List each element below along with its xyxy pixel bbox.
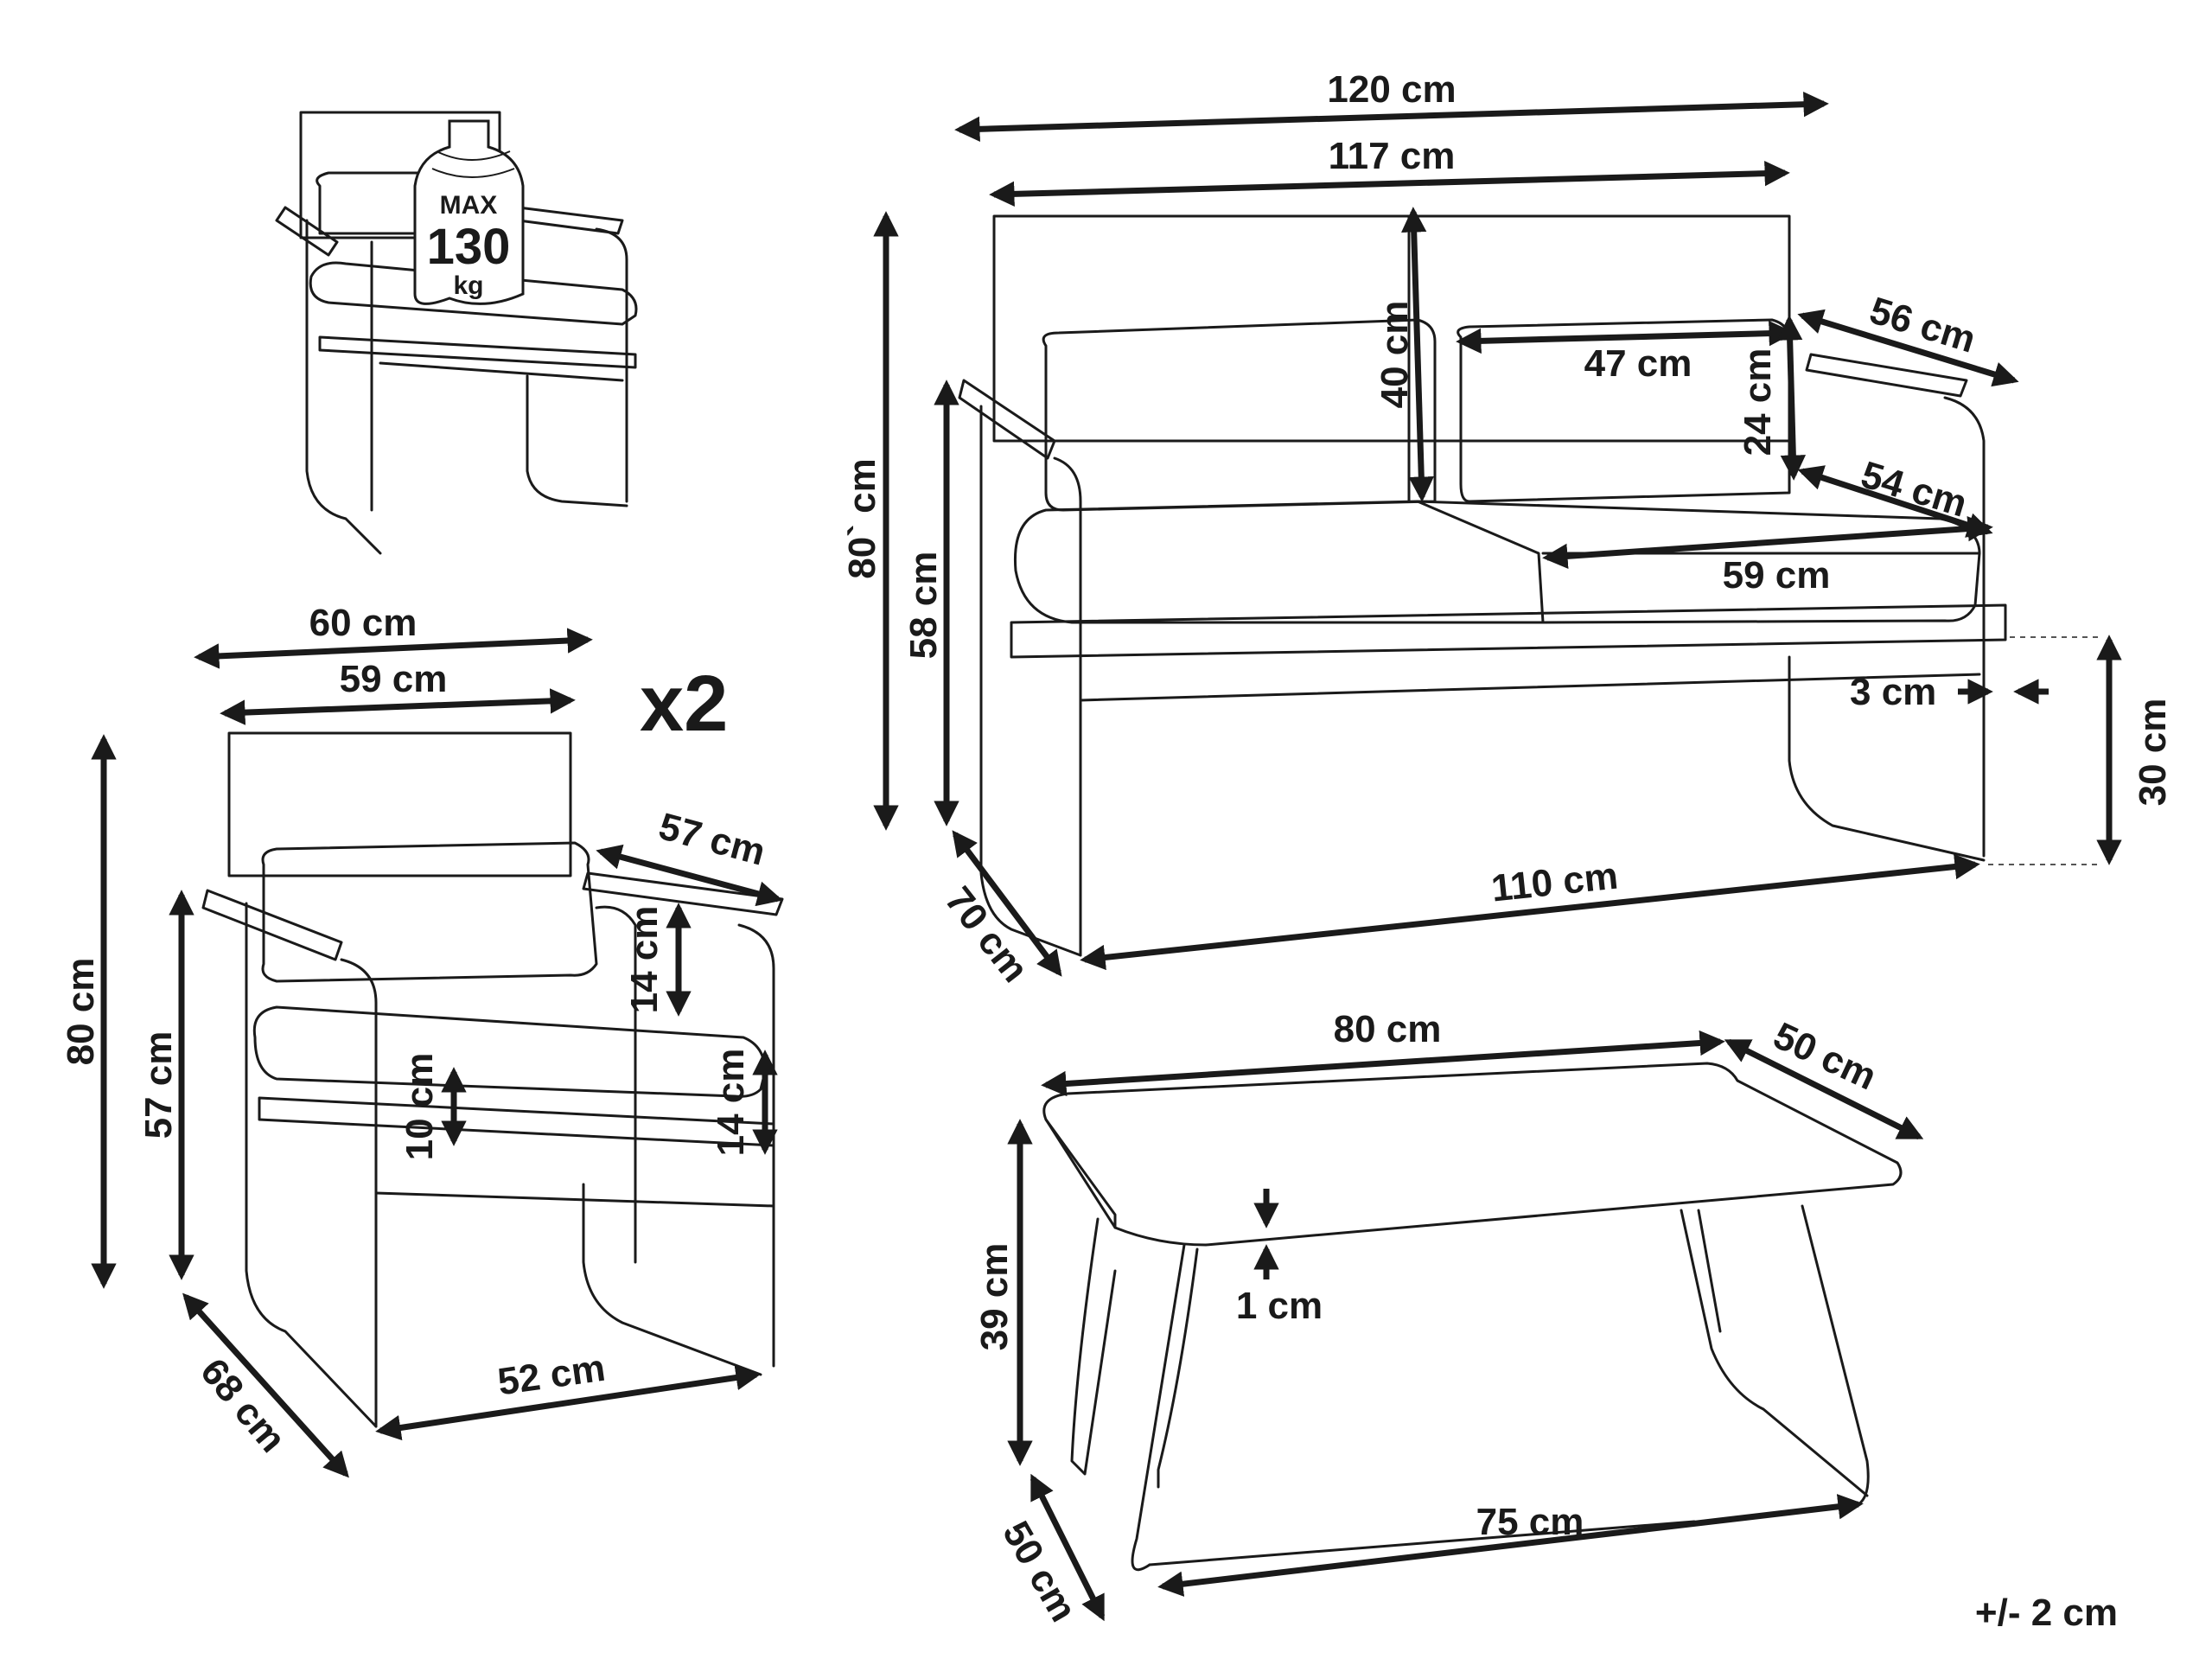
weight-max-label: MAX <box>440 191 498 220</box>
table-drawing <box>1042 1062 1903 1572</box>
sofa-dimensions: 120 cm 117 cm 80` cm 58 cm 40 cm 47 cm 2… <box>841 68 2174 990</box>
sofa-width-back-label: 117 cm <box>1329 135 1456 177</box>
weight-unit: kg <box>453 271 483 300</box>
dim-armchair-leg-width <box>375 1364 762 1441</box>
sofa-frame-thickness-label: 3 cm <box>1850 671 1936 713</box>
armchair-width-overall-label: 60 cm <box>309 602 418 644</box>
armchair-width-back-label: 59 cm <box>340 658 448 700</box>
dim-sofa-pillow-height <box>1776 315 1807 481</box>
armchair-arm-height-label: 57 cm <box>137 1031 180 1139</box>
dim-armchair-width-overall <box>194 628 593 669</box>
sofa-width-overall-label: 120 cm <box>1327 68 1456 111</box>
table-base-depth-label: 50 cm <box>994 1514 1085 1629</box>
sofa-seat-ground-label: 30 cm <box>2132 699 2174 807</box>
armchair-depth-label: 68 cm <box>192 1350 294 1460</box>
dim-sofa-depth <box>952 830 1062 977</box>
weight-value: 130 <box>427 219 511 275</box>
dim-table-leg-width <box>1157 1494 1864 1597</box>
armchair-pillow-height-label: 14 cm <box>623 906 666 1014</box>
sofa-pillow-width-label: 47 cm <box>1584 342 1692 385</box>
armchair-arm-depth-label: 57 cm <box>654 805 769 874</box>
table-height-label: 39 cm <box>973 1243 1016 1351</box>
table-width-label: 80 cm <box>1334 1008 1442 1050</box>
dim-sofa-backrest-height <box>1401 207 1434 502</box>
armchair-height-label: 80 cm <box>60 958 102 1066</box>
dim-armchair-width-back <box>220 688 576 725</box>
sofa-backrest-height-label: 40 cm <box>1374 301 1416 409</box>
sofa-pillow-height-label: 24 cm <box>1737 348 1779 456</box>
dim-sofa-leg-width <box>1080 853 1980 971</box>
quantity-label: x2 <box>640 660 728 748</box>
dim-armchair-depth <box>182 1292 349 1478</box>
dim-sofa-pillow-width <box>1456 320 1794 354</box>
dim-table-width <box>1041 1030 1725 1097</box>
table-depth-label: 50 cm <box>1767 1014 1883 1098</box>
sofa-seat-width-label: 59 cm <box>1723 554 1831 597</box>
armchair-leg-width-label: 52 cm <box>495 1347 608 1404</box>
armchair-seat-cushion-label: 10 cm <box>398 1053 441 1161</box>
sofa-arm-height-label: 58 cm <box>902 552 945 660</box>
table-top-thickness-label: 1 cm <box>1236 1285 1323 1327</box>
dim-table-base-depth <box>1030 1473 1106 1622</box>
tolerance-note: +/- 2 cm <box>1975 1592 2118 1634</box>
dim-armchair-arm-depth <box>596 844 783 907</box>
sofa-height-label: 80` cm <box>841 458 883 578</box>
dim-sofa-seat-width <box>1542 515 1993 570</box>
dim-table-depth <box>1724 1038 1924 1140</box>
dim-sofa-arm-depth <box>1797 309 2019 387</box>
sofa-seat-depth-label: 54 cm <box>1856 453 1972 525</box>
table-leg-width-label: 75 cm <box>1476 1501 1584 1543</box>
dim-sofa-width-back <box>989 160 1790 207</box>
armchair-cushion-thickness-label: 14 cm <box>710 1049 752 1157</box>
dim-sofa-width-overall <box>954 92 1829 142</box>
weight-limit-badge: MAX 130 kg <box>413 119 525 305</box>
